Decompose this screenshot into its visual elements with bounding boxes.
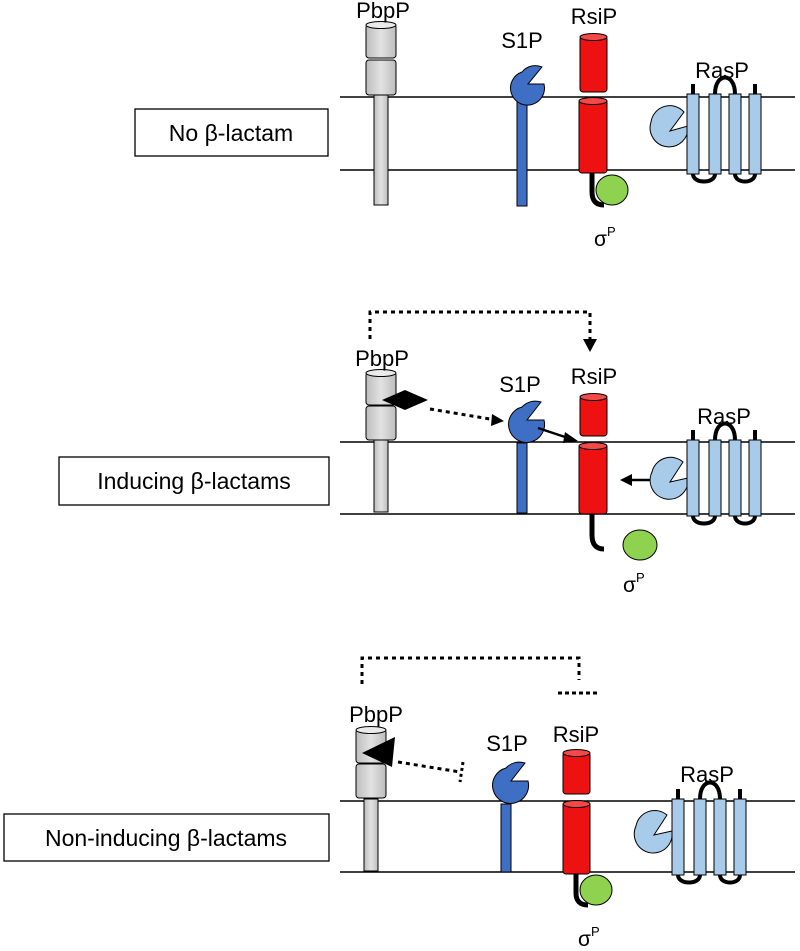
- pbpp-label: PbpP: [349, 702, 403, 727]
- rsip-label: RsiP: [571, 364, 617, 389]
- signal-arrowhead: [583, 339, 597, 352]
- rasp-protein: [633, 780, 747, 885]
- panel-inducing-beta-lactams: Inducing β-lactams PbpP S1P: [58, 310, 795, 597]
- s1p-label: S1P: [499, 372, 541, 397]
- signal-dotted-path: [360, 656, 581, 684]
- pbpp-label: PbpP: [355, 346, 409, 371]
- condition-label: Inducing β-lactams: [97, 468, 290, 494]
- inhibition-dotted-line: [397, 760, 461, 774]
- rasp-protein: [649, 75, 762, 184]
- condition-label: No β-lactam: [169, 120, 293, 146]
- s1p-protein: [492, 761, 530, 873]
- panel-no-beta-lactam: No β-lactam PbpP S1P RsiP σP: [134, 0, 795, 251]
- pbpp-protein: [365, 369, 397, 513]
- beta-lactam-triangle-icon: [362, 737, 395, 767]
- beta-lactam-diamond-icon: [382, 390, 428, 410]
- rsip-protein: [562, 749, 591, 908]
- signal-dotted-path: [368, 310, 592, 344]
- pbpp-protein: [365, 21, 397, 206]
- rsip-label: RsiP: [571, 4, 617, 29]
- sigma-p-factor: [622, 529, 658, 561]
- sigma-label: σP: [623, 570, 645, 597]
- condition-label: Non-inducing β-lactams: [45, 825, 287, 851]
- rsip-label: RsiP: [553, 722, 599, 747]
- s1p-protein: [508, 400, 546, 514]
- s1p-label: S1P: [486, 731, 528, 756]
- cleavage-arrow: [537, 426, 569, 440]
- sigma-p-factor: [579, 874, 613, 906]
- rsip-protein: [578, 33, 608, 208]
- condition-box: [58, 456, 330, 506]
- activation-dotted-arrow: [429, 407, 497, 422]
- rasp-cleavage-arrowhead: [620, 474, 632, 486]
- sigma-label: σP: [578, 924, 600, 951]
- s1p-protein: [510, 65, 545, 207]
- sigma-label: σP: [594, 224, 616, 251]
- rasp-protein: [649, 421, 762, 526]
- panel-non-inducing-beta-lactams: Non-inducing β-lactams PbpP S1P: [3, 656, 795, 951]
- pbpp-label: PbpP: [356, 0, 410, 23]
- rsip-protein: [578, 393, 608, 552]
- sigma-p-factor: [595, 174, 629, 206]
- condition-box: [134, 108, 329, 157]
- rasp-label: RasP: [695, 58, 749, 83]
- inhibition-tbar: [458, 761, 465, 783]
- activation-arrowhead: [491, 414, 504, 426]
- condition-box: [3, 813, 330, 862]
- s1p-label: S1P: [501, 28, 543, 53]
- pbpp-protein: [355, 726, 387, 872]
- rasp-label: RasP: [680, 762, 734, 787]
- cleavage-arrowhead: [563, 432, 578, 443]
- rasp-label: RasP: [697, 404, 751, 429]
